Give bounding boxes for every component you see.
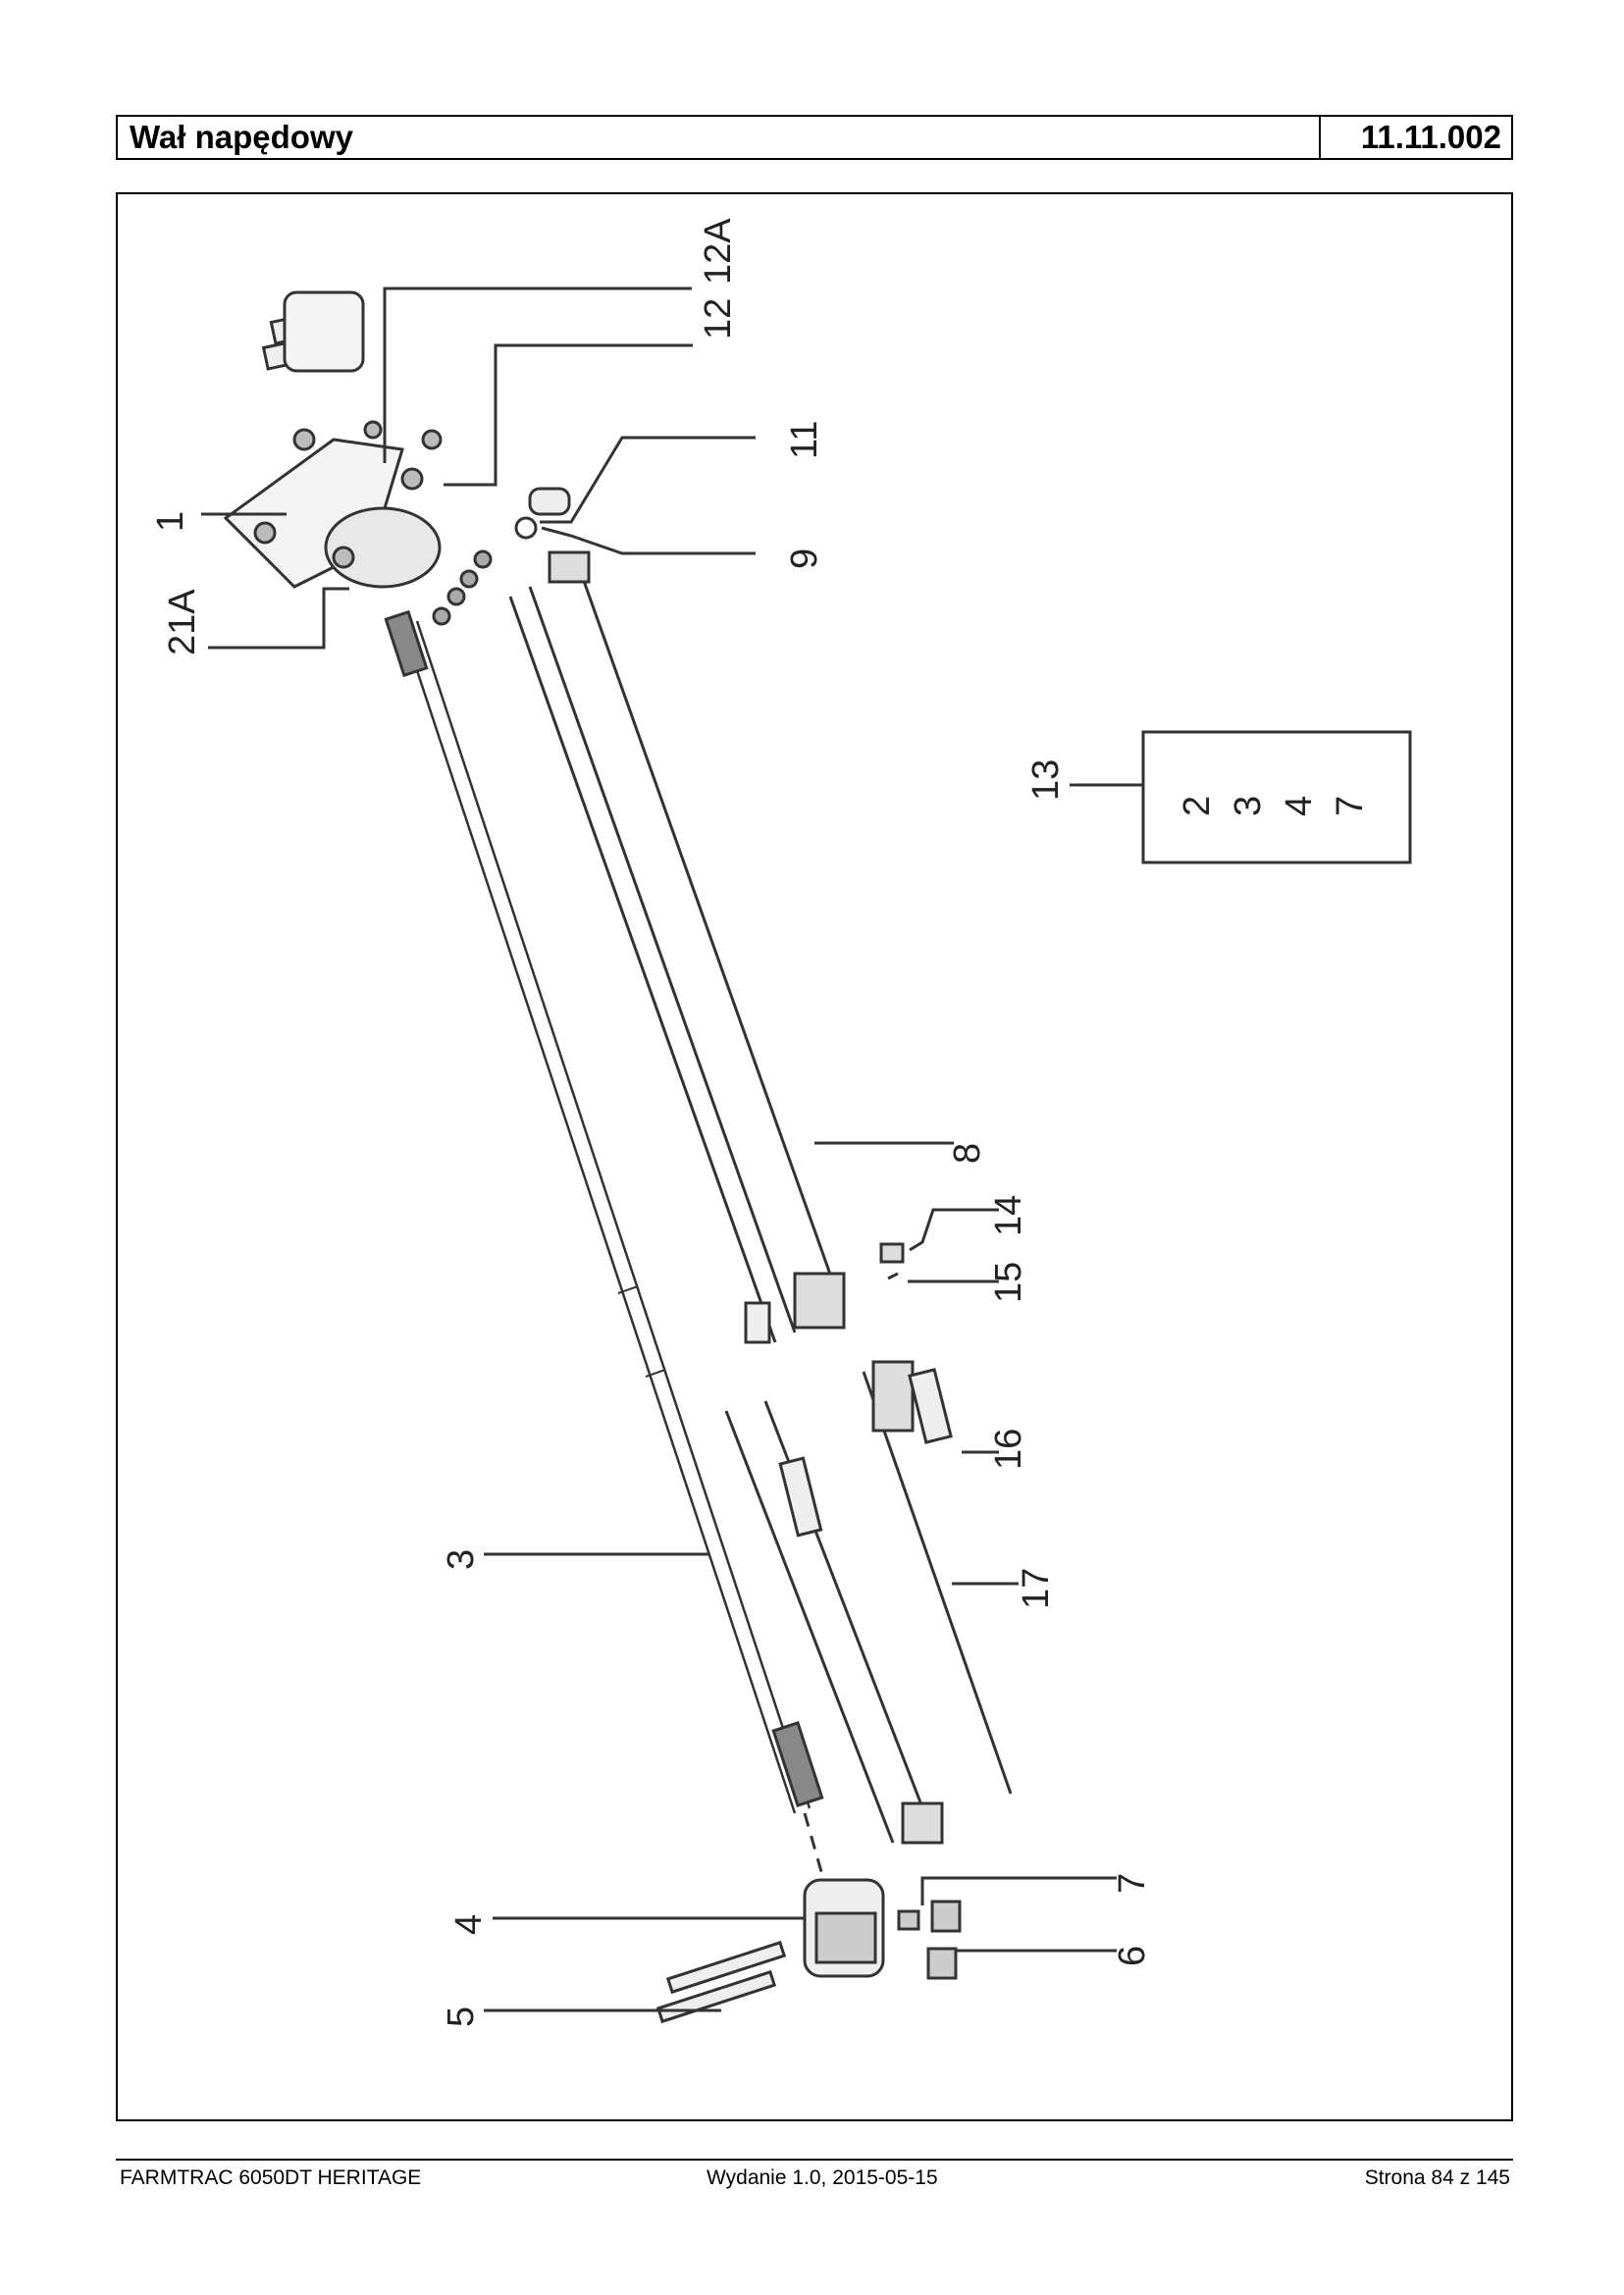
bolt-cluster [432, 549, 493, 626]
callout-5: 5 [441, 2007, 482, 2027]
callout-8: 8 [947, 1143, 988, 1164]
callout-16: 16 [988, 1429, 1029, 1470]
exploded-view-drawing: 12 12A 1 21A 11 9 13 8 14 15 16 3 17 4 5… [150, 218, 1412, 2027]
kit-box [1141, 730, 1412, 864]
callout-4: 4 [448, 1914, 490, 1935]
callout-21a: 21A [162, 589, 203, 655]
callout-12a: 12A [698, 218, 739, 285]
header-divider [1319, 117, 1321, 158]
callout-14: 14 [988, 1195, 1029, 1236]
kit-item-4: 4 [1279, 796, 1320, 816]
callout-3: 3 [441, 1549, 482, 1570]
page-title: Wał napędowy [130, 119, 353, 155]
callout-15: 15 [988, 1262, 1029, 1303]
bolt-five-a [665, 1940, 787, 1995]
kit-item-2: 2 [1177, 796, 1218, 816]
pin-small [887, 1272, 899, 1280]
bolt-part [879, 1242, 905, 1264]
nut-seven [930, 1900, 962, 1933]
footer-model: FARMTRAC 6050DT HERITAGE [120, 2166, 422, 2189]
washer-part [514, 516, 538, 540]
bolt-long-left [778, 1456, 823, 1538]
callout-7: 7 [1112, 1873, 1153, 1894]
drive-shaft [384, 609, 824, 1814]
kit-item-7: 7 [1330, 796, 1371, 816]
top-bracket-assembly [223, 290, 443, 589]
callout-11: 11 [784, 421, 825, 459]
kit-item-3: 3 [1228, 796, 1269, 816]
assembly-line [803, 1812, 826, 1883]
callout-6: 6 [1112, 1946, 1153, 1966]
footer-page-number: Strona 84 z 145 [1364, 2166, 1510, 2189]
part-code: 11.11.002 [1360, 119, 1501, 155]
bolt-long [908, 1368, 953, 1444]
coupling [803, 1878, 885, 1978]
diagram-frame: 12 12A 1 21A 11 9 13 8 14 15 16 3 17 4 5… [116, 192, 1513, 2121]
page-header: Wał napędowy 11.11.002 [116, 115, 1513, 160]
nut-small [897, 1909, 920, 1931]
pin-part [528, 487, 571, 516]
callout-17: 17 [1016, 1568, 1057, 1609]
nut-six [926, 1947, 958, 1980]
lower-channel [724, 1360, 1013, 1845]
callout-1: 1 [150, 511, 191, 532]
channel-housing [508, 550, 846, 1343]
footer-edition: Wydanie 1.0, 2015-05-15 [707, 2166, 938, 2189]
callout-12: 12 [698, 298, 739, 339]
callout-9: 9 [784, 548, 825, 569]
leader-lines [201, 287, 1146, 2012]
bolt-short [744, 1301, 771, 1344]
callout-13: 13 [1025, 759, 1067, 801]
footer-rule [116, 2159, 1513, 2161]
